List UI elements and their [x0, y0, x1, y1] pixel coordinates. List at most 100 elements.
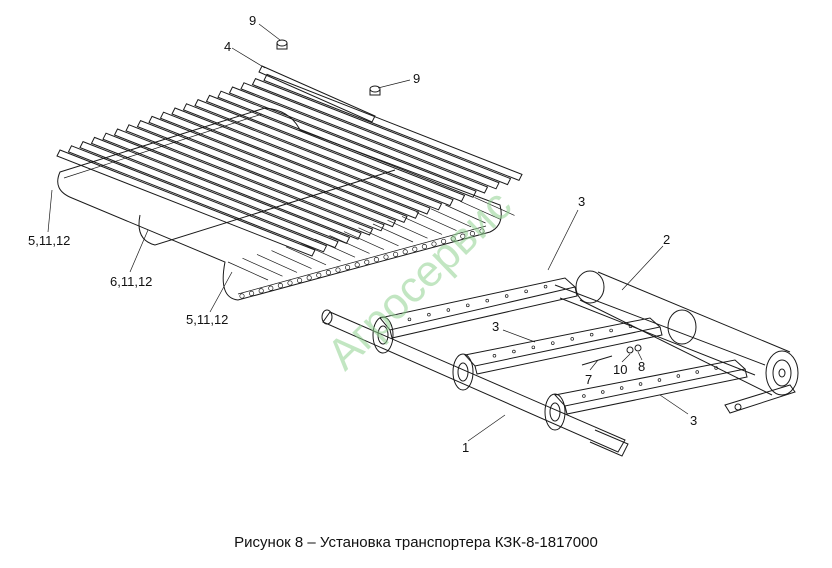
callout-6-11-12: 6,11,12: [110, 274, 152, 289]
beam-hole: [551, 341, 555, 345]
callout-10: 10: [613, 362, 627, 377]
washer: [626, 346, 634, 354]
slat-bar-lower: [329, 235, 370, 254]
slat-bar: [159, 111, 420, 219]
callout-8: 8: [638, 359, 645, 374]
chain-link: [431, 241, 437, 247]
slat-bar: [102, 132, 362, 240]
chain-link: [297, 277, 303, 283]
callout-5-11-12-upper: 5,11,12: [28, 233, 70, 248]
chain-link: [364, 259, 370, 265]
slat-bar-lower: [343, 231, 385, 250]
nut: [634, 344, 642, 352]
bolt-top: [276, 39, 288, 47]
slat-bar-lower: [242, 257, 283, 277]
chain-link: [258, 288, 264, 294]
chain-link: [441, 238, 447, 244]
slat-bar-lower: [314, 238, 356, 258]
slat-bar: [67, 145, 328, 253]
slat-bar: [205, 94, 466, 203]
beam-hole: [407, 317, 412, 322]
figure-caption: Рисунок 8 – Установка транспортера КЗК-8…: [234, 534, 598, 551]
chain-link: [325, 270, 331, 276]
slat-bar-lower: [256, 254, 298, 273]
slat-bar: [182, 103, 443, 211]
chain-link: [460, 233, 466, 239]
beam-hole: [512, 349, 516, 354]
leader-lines: [47, 23, 689, 442]
beam-hole: [619, 386, 624, 390]
slat-bar: [125, 124, 385, 232]
chain-link: [306, 275, 312, 281]
chain-link: [354, 262, 360, 268]
chain-link: [383, 254, 389, 260]
slat-bar: [90, 136, 351, 245]
beam-hole: [582, 394, 586, 398]
beam-hole: [638, 382, 643, 386]
slat-bar: [56, 149, 316, 257]
slat-bar: [136, 119, 397, 228]
slat-bar: [251, 77, 512, 186]
beam-hole: [446, 308, 451, 312]
slat-bar: [148, 115, 408, 224]
conveyor-frame: [321, 270, 799, 457]
beam-hole: [657, 378, 662, 382]
slat-bar: [240, 82, 500, 190]
slat-bar: [171, 107, 431, 215]
beam-hole: [676, 374, 681, 378]
conveyor-assembly-drawing: 9 4 9 5,11,12 6,11,12 5,11,12 3 2 3 7 10…: [28, 13, 799, 457]
sprocket-2: [452, 353, 474, 391]
slat-bar-lower: [285, 246, 327, 266]
slat-bar-lower: [474, 197, 515, 216]
slat-bar-lower: [430, 208, 472, 228]
chain-link: [277, 283, 283, 289]
slat-conveyor: [56, 73, 523, 301]
slat-bar-lower: [358, 227, 399, 247]
top-parts: [258, 39, 381, 123]
beam-hole: [466, 303, 470, 308]
chain-link: [316, 272, 322, 278]
beam-hole: [589, 332, 594, 337]
beam-hole: [695, 370, 699, 374]
slat-bars: [56, 73, 523, 281]
side-beam-front: [554, 359, 748, 415]
chain-link: [402, 249, 408, 255]
chain-link: [373, 257, 379, 263]
slat-bar: [263, 73, 523, 182]
bolt-right: [369, 85, 381, 93]
slat-bar: [79, 140, 339, 249]
chain-link: [421, 244, 427, 250]
chain-middle: [138, 169, 396, 246]
slat-bar: [113, 128, 374, 236]
beam-hole: [609, 328, 613, 333]
chain-link: [412, 246, 418, 252]
chain-link: [287, 280, 293, 286]
callout-9-right: 9: [413, 71, 420, 86]
slat-bar-lower: [387, 219, 428, 239]
slat-bar-lower: [372, 223, 414, 243]
chain-left: [57, 107, 502, 301]
slat-bar: [194, 98, 454, 207]
chain-link: [268, 285, 274, 291]
side-beam-middle: [464, 317, 663, 375]
slat-bar-lower: [271, 250, 312, 269]
chain-link: [450, 236, 456, 242]
chain-link: [479, 228, 485, 234]
callout-3-front: 3: [690, 413, 697, 428]
chain-link: [239, 293, 245, 299]
slat-bar: [228, 86, 489, 194]
beam-holes: [407, 284, 718, 398]
chain-link: [335, 267, 341, 273]
sprocket-3: [544, 393, 566, 431]
slat-bar-lower: [300, 242, 341, 262]
chain-link: [393, 251, 399, 257]
beam-hole: [601, 390, 605, 394]
callout-4: 4: [224, 39, 231, 54]
callout-3-middle: 3: [492, 319, 499, 334]
slat-bar-lower: [227, 261, 269, 281]
slat-bar-lower: [445, 204, 486, 224]
beam-hole: [524, 289, 528, 294]
drive-shaft: [322, 311, 626, 453]
beam-hole: [492, 354, 497, 358]
drum: [575, 270, 799, 414]
